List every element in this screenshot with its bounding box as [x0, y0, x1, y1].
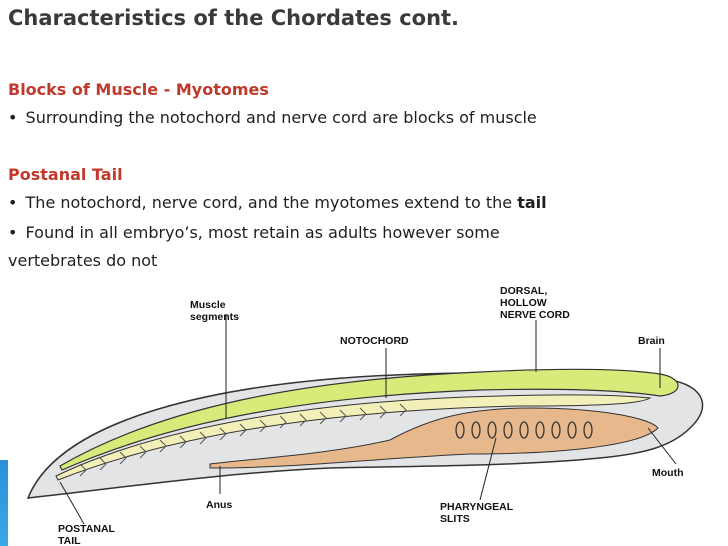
label-nerve-cord: NERVE CORD [500, 309, 570, 321]
bullet-glyph: • [8, 223, 18, 242]
bullet-text: Found in all embryo’s, most retain as ad… [25, 223, 500, 242]
leader-lines [59, 314, 677, 525]
label-pharyngeal: PHARYNGEAL [440, 501, 514, 513]
slide-accent-bar [0, 460, 8, 546]
bullet-postanal-1: • The notochord, nerve cord, and the myo… [8, 193, 547, 212]
label-dorsal: DORSAL, [500, 285, 547, 297]
label-notochord: NOTOCHORD [340, 335, 409, 347]
pharyngeal-slits [455, 421, 593, 439]
muscle-segments [79, 403, 407, 477]
bullet-postanal-2-continuation: vertebrates do not [8, 251, 158, 270]
notochord [55, 394, 652, 481]
label-postanal: POSTANAL [58, 523, 116, 535]
heading-myotomes: Blocks of Muscle - Myotomes [8, 80, 269, 99]
label-anus: Anus [206, 499, 232, 511]
label-slits: SLITS [440, 513, 470, 525]
bullet-text: Surrounding the notochord and nerve cord… [25, 108, 537, 127]
gut [209, 407, 659, 469]
slide-title: Characteristics of the Chordates cont. [8, 6, 460, 30]
label-tail: TAIL [58, 535, 81, 546]
chordate-diagram: Muscle segments DORSAL, HOLLOW NERVE COR… [26, 285, 704, 546]
bullet-myotomes: • Surrounding the notochord and nerve co… [8, 108, 537, 127]
label-mouth: Mouth [652, 467, 684, 479]
bullet-glyph: • [8, 108, 18, 127]
bullet-text-bold: tail [517, 193, 547, 212]
bullet-text: The notochord, nerve cord, and the myoto… [25, 193, 518, 212]
nerve-cord [59, 368, 679, 471]
label-brain: Brain [638, 335, 665, 347]
label-muscle-segments-2: segments [190, 311, 239, 323]
bullet-postanal-2: • Found in all embryo’s, most retain as … [8, 223, 500, 242]
label-hollow: HOLLOW [500, 297, 547, 309]
label-muscle-segments: Muscle [190, 299, 226, 311]
heading-postanal-tail: Postanal Tail [8, 165, 123, 184]
bullet-glyph: • [8, 193, 18, 212]
